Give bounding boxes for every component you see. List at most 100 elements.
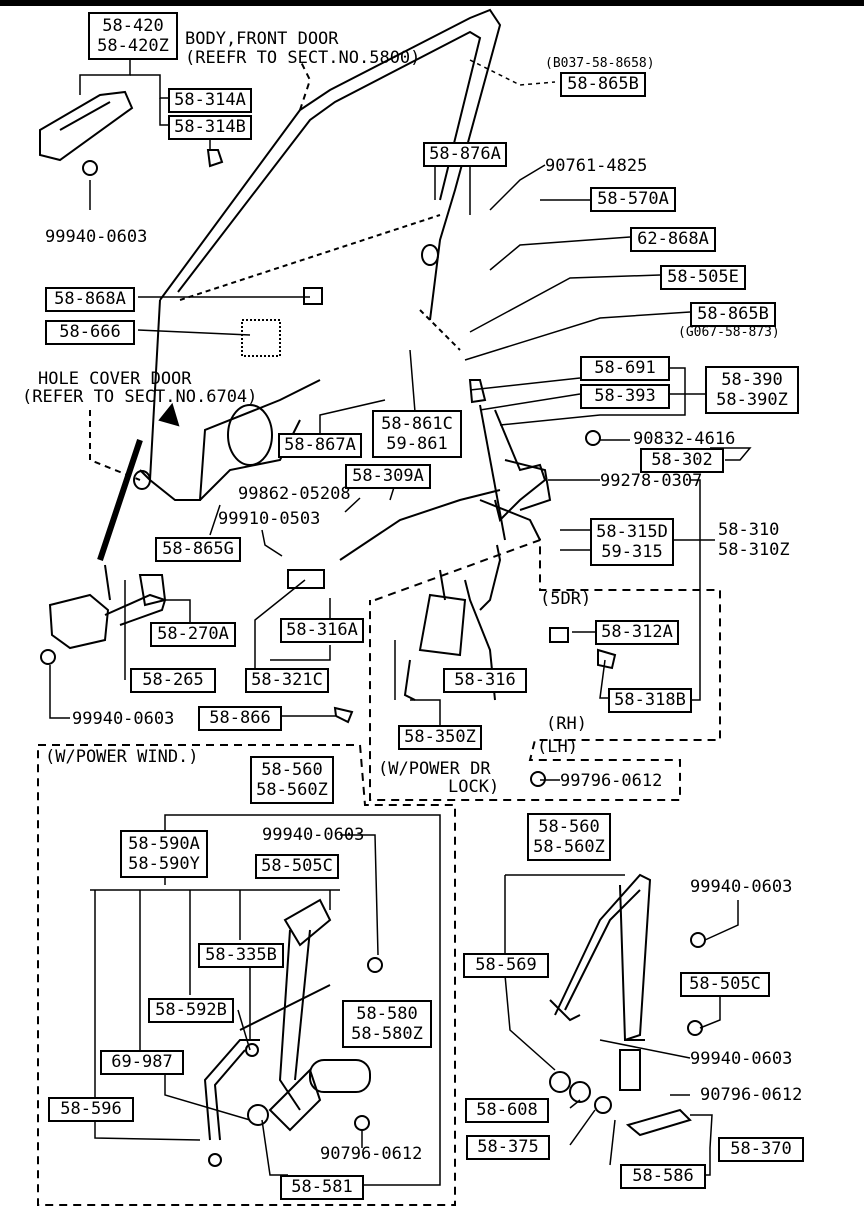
callout-99940-0603-c: 99940-0603	[262, 825, 365, 845]
callout-58-666: 58-666	[45, 320, 135, 345]
callout-99862-05208: 99862-05208	[238, 484, 351, 504]
callout-58-314a: 58-314A	[168, 88, 252, 113]
callout-99940-0603: 99940-0603	[45, 227, 148, 247]
note-power-dr-lock-2: LOCK)	[448, 777, 500, 797]
note-body-front-door-ref: (REEFR TO SECT.NO.5800)	[185, 48, 421, 68]
note-hole-cover-door: HOLE COVER DOOR	[38, 369, 192, 389]
weatherstrip-part	[97, 439, 143, 561]
part-number: 59-315	[601, 542, 663, 562]
part-number: 58-580Z	[351, 1024, 423, 1044]
part-number: 58-560Z	[256, 780, 328, 800]
part-number: 58-560	[538, 817, 600, 837]
part-number: 58-420Z	[97, 36, 169, 56]
callout-99940-0603-b: 99940-0603	[72, 709, 175, 729]
part-number: 58-420	[102, 16, 164, 36]
arrow-icon	[158, 402, 180, 427]
callout-58-581: 58-581	[280, 1175, 364, 1200]
part-number: 58-560	[261, 760, 323, 780]
part-number: 58-310	[718, 520, 780, 540]
callout-58-865g: 58-865G	[155, 537, 241, 562]
callout-58-691: 58-691	[580, 356, 670, 381]
callout-99940-0603-e: 99940-0603	[690, 1049, 793, 1069]
callout-58-866: 58-866	[198, 706, 282, 731]
outside-handle-part	[40, 564, 167, 665]
callout-58-560: 58-560 58-560Z	[250, 756, 334, 804]
callout-99940-0603-d: 99940-0603	[690, 877, 793, 897]
callout-58-316: 58-316	[443, 668, 527, 693]
callout-62-868a: 62-868A	[630, 227, 716, 252]
callout-58-876a: 58-876A	[423, 142, 507, 167]
callout-58-393: 58-393	[580, 384, 670, 409]
note-b037: (B037-58-8658)	[545, 56, 655, 71]
callout-58-314b: 58-314B	[168, 115, 252, 140]
callout-58-590a: 58-590A 58-590Y	[120, 830, 208, 878]
callout-58-315d: 58-315D 59-315	[590, 518, 674, 566]
callout-58-321c: 58-321C	[245, 668, 329, 693]
note-5dr: (5DR)	[540, 589, 592, 609]
leader-lines	[49, 55, 752, 1186]
callout-58-505e: 58-505E	[660, 265, 746, 290]
callout-58-312a: 58-312A	[595, 620, 679, 645]
callout-58-861c: 58-861C 59-861	[372, 410, 462, 458]
inner-handle-bezel	[287, 569, 325, 589]
callout-58-309a: 58-309A	[345, 464, 431, 489]
callout-58-350z: 58-350Z	[398, 725, 482, 750]
callout-58-592b: 58-592B	[148, 998, 234, 1023]
callout-69-987: 69-987	[100, 1050, 184, 1075]
callout-58-596: 58-596	[48, 1097, 134, 1122]
callout-99910-0503: 99910-0503	[218, 509, 321, 529]
note-lh: (LH)	[537, 737, 578, 757]
callout-90761-4825: 90761-4825	[545, 156, 648, 176]
top-border	[0, 0, 864, 6]
callout-58-586: 58-586	[620, 1164, 706, 1189]
plug-part	[133, 470, 151, 490]
callout-58-318b: 58-318B	[608, 688, 692, 713]
part-number: 58-560Z	[533, 837, 605, 857]
callout-58-302: 58-302	[640, 448, 724, 473]
part-number: 58-315D	[596, 522, 668, 542]
callout-58-865b-2: 58-865B	[690, 302, 776, 327]
callout-90796-0612: 90796-0612	[320, 1144, 423, 1164]
clip-58-866	[333, 706, 354, 724]
callout-90832-4616: 90832-4616	[633, 429, 736, 449]
note-g067: (G067-58-873)	[678, 325, 780, 340]
callout-58-569: 58-569	[463, 953, 549, 978]
hole-cover-leader	[89, 410, 141, 481]
hole-cover-part	[241, 319, 281, 357]
part-number: 58-590A	[128, 834, 200, 854]
note-power-dr-lock: (W/POWER DR	[378, 759, 491, 779]
callout-58-560-b: 58-560 58-560Z	[527, 813, 611, 861]
callout-58-310: 58-310 58-310Z	[718, 520, 790, 560]
callout-58-375: 58-375	[466, 1135, 550, 1160]
part-number: 58-861C	[381, 414, 453, 434]
part-number: 58-590Y	[128, 854, 200, 874]
callout-58-335b: 58-335B	[198, 943, 284, 968]
callout-58-316a: 58-316A	[280, 618, 364, 643]
power-window-region	[37, 744, 456, 1206]
callout-99278-0307: 99278-0307	[600, 471, 703, 491]
part-number: 58-390Z	[716, 390, 788, 410]
manual-regulator	[549, 873, 706, 1137]
part-number: 58-310Z	[718, 540, 790, 560]
callout-58-865b: 58-865B	[560, 72, 646, 97]
part-number: 59-861	[386, 434, 448, 454]
note-power-wind: (W/POWER WIND.)	[45, 747, 199, 767]
callout-58-580: 58-580 58-580Z	[342, 1000, 432, 1048]
note-rh: (RH)	[546, 714, 587, 734]
callout-58-265: 58-265	[130, 668, 216, 693]
callout-58-420: 58-420 58-420Z	[88, 12, 178, 60]
callout-58-608: 58-608	[465, 1098, 549, 1123]
callout-58-570a: 58-570A	[590, 187, 676, 212]
callout-99796-0612: 99796-0612	[560, 771, 663, 791]
callout-58-867a: 58-867A	[278, 433, 362, 458]
callout-58-370: 58-370	[718, 1137, 804, 1162]
note-body-front-door: BODY,FRONT DOOR	[185, 29, 339, 49]
power-door-lock-region	[369, 538, 721, 801]
part-number: 58-390	[721, 370, 783, 390]
note-hole-cover-ref: (REFER TO SECT.NO.6704)	[22, 387, 258, 407]
callout-90796-0612-b: 90796-0612	[700, 1085, 803, 1105]
callout-58-505c: 58-505C	[255, 854, 339, 879]
grommet-part	[303, 287, 323, 305]
callout-58-270a: 58-270A	[150, 622, 236, 647]
